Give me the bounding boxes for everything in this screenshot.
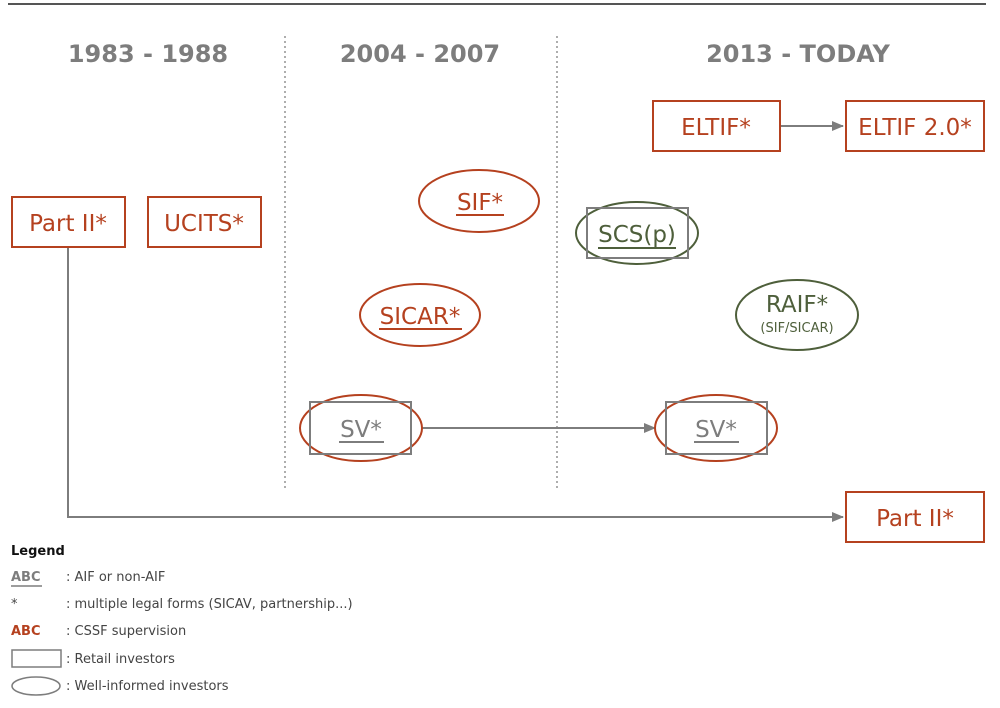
legend-text-aif: : AIF or non-AIF	[66, 570, 165, 585]
legend-text-wellinformed: : Well-informed investors	[66, 679, 229, 694]
node-label: UCITS*	[164, 211, 244, 237]
legend-text-cssf: : CSSF supervision	[66, 624, 186, 639]
node-ucits: UCITS*	[147, 196, 262, 248]
node-label: Part II*	[876, 506, 954, 532]
legend-key-aif: ABC	[11, 570, 41, 585]
node-sif: SIF*	[418, 169, 540, 233]
node-eltif2: ELTIF 2.0*	[845, 100, 985, 152]
period-heading-2: 2004 - 2007	[340, 40, 500, 68]
legend-ellipse-swatch	[11, 676, 61, 696]
node-label: SICAR*	[380, 304, 461, 330]
node-label: ELTIF*	[681, 115, 751, 141]
node-label: SV*	[695, 417, 737, 443]
legend: Legend ABC : AIF or non-AIF * : multiple…	[11, 544, 353, 696]
node-label: Part II*	[29, 211, 107, 237]
legend-text-star: : multiple legal forms (SICAV, partnersh…	[66, 597, 353, 612]
node-part2-today: Part II*	[845, 491, 985, 543]
node-sv-2013: SV*	[654, 394, 778, 462]
node-eltif: ELTIF*	[652, 100, 781, 152]
legend-key-star: *	[11, 597, 18, 612]
node-sublabel: (SIF/SICAR)	[760, 321, 833, 336]
node-scsp: SCS(p)	[575, 201, 699, 265]
node-part2-early: Part II*	[11, 196, 126, 248]
period-heading-1: 1983 - 1988	[68, 40, 228, 68]
node-label: SV*	[340, 417, 382, 443]
node-raif: RAIF* (SIF/SICAR)	[735, 279, 859, 351]
node-sicar: SICAR*	[359, 283, 481, 347]
node-label: SIF*	[457, 190, 503, 216]
node-label: SCS(p)	[598, 222, 676, 248]
legend-text-retail: : Retail investors	[66, 652, 175, 667]
legend-title: Legend	[11, 544, 65, 559]
node-label: ELTIF 2.0*	[858, 115, 972, 141]
legend-key-cssf: ABC	[11, 624, 41, 639]
node-sv-2004: SV*	[299, 394, 423, 462]
node-label: RAIF*	[766, 292, 828, 318]
legend-rect-swatch	[11, 649, 62, 668]
period-heading-3: 2013 - TODAY	[706, 40, 890, 68]
arrow-part2-to-today	[67, 248, 844, 522]
